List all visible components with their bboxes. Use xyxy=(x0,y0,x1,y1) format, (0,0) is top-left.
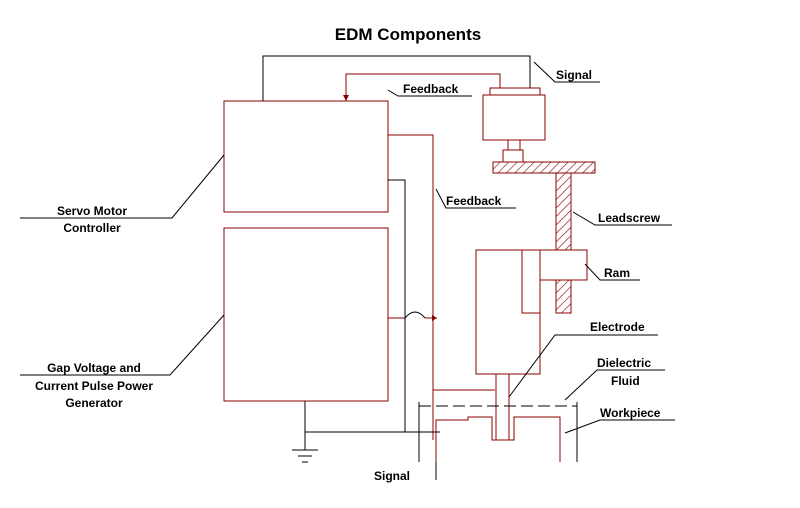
wire-crossover xyxy=(404,311,426,319)
leader-feedback-mid xyxy=(435,188,516,209)
motor-coupling xyxy=(502,149,524,163)
leader-ram xyxy=(584,263,640,281)
label-electrode: Electrode xyxy=(590,320,645,334)
label-dielectric-1: Dielectric xyxy=(597,356,651,370)
leader-leadscrew xyxy=(572,211,672,226)
feedback-wire-top xyxy=(345,73,501,101)
holder-detail xyxy=(521,250,540,314)
electrode-holder xyxy=(475,249,541,375)
electrode xyxy=(495,373,510,441)
leader-signal-top xyxy=(533,61,600,83)
leadscrew xyxy=(555,172,572,314)
leader-servo xyxy=(20,154,225,219)
label-servo-1: Servo Motor xyxy=(57,204,127,218)
label-ram: Ram xyxy=(604,266,630,280)
leader-generator xyxy=(20,314,225,376)
feedback-arrow-top xyxy=(343,95,349,101)
label-signal-top: Signal xyxy=(556,68,592,82)
leader-electrode xyxy=(508,334,658,398)
servo-motor-controller-box xyxy=(223,100,389,213)
label-feedback-top: Feedback xyxy=(403,82,459,96)
label-gap-1: Gap Voltage and xyxy=(47,361,141,375)
gen-out-arrow xyxy=(432,315,437,321)
motor-shaft xyxy=(507,139,521,151)
label-signal-bottom: Signal xyxy=(374,469,410,483)
label-workpiece: Workpiece xyxy=(600,406,661,420)
support-plate xyxy=(492,161,596,174)
label-dielectric-2: Fluid xyxy=(611,374,640,388)
leader-workpiece xyxy=(564,419,675,434)
workpiece xyxy=(435,416,561,462)
ram xyxy=(539,249,588,281)
leader-dielectric xyxy=(564,369,665,401)
motor-cap xyxy=(489,87,541,96)
feedback-wire-mid xyxy=(388,134,434,440)
servo-motor xyxy=(482,94,546,141)
signal-wire-top xyxy=(262,55,531,101)
label-leadscrew: Leadscrew xyxy=(598,211,661,225)
label-gap-3: Generator xyxy=(65,396,123,410)
label-gap-2: Current Pulse Power xyxy=(35,379,153,393)
label-servo-2: Controller xyxy=(63,221,121,235)
diagram-title: EDM Components xyxy=(335,25,481,44)
generator-wire-1 xyxy=(388,179,406,432)
leader-feedback-top xyxy=(387,89,472,97)
label-feedback-mid: Feedback xyxy=(446,194,502,208)
power-generator-box xyxy=(223,227,389,402)
